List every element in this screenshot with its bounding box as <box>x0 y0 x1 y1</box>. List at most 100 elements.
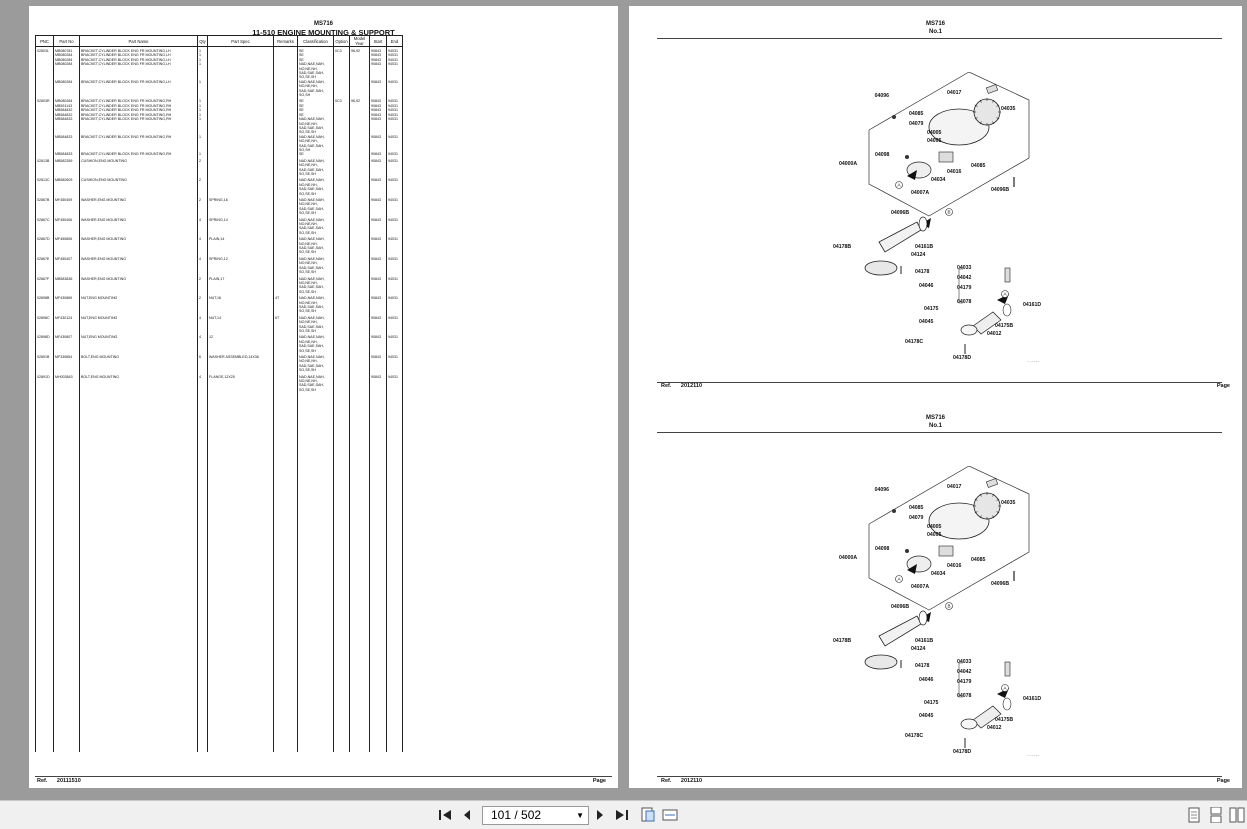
table-cell <box>386 320 403 325</box>
table-row: NO,NE,NH, <box>35 241 403 247</box>
column-header: Part Spec <box>207 35 274 47</box>
callout-bracket <box>958 268 963 304</box>
drive-gear <box>973 492 1001 520</box>
callout-04042: 04042 <box>957 669 972 675</box>
fit-width-icon[interactable] <box>662 807 678 823</box>
table-cell <box>207 392 274 753</box>
callout-04035: 04035 <box>1001 106 1016 112</box>
page-header: MS716 11-510 ENGINE MOUNTING & SUPPORT <box>29 20 618 37</box>
seal-ring <box>960 324 978 336</box>
table-cell <box>386 359 403 364</box>
table-row: SO,SE,SH <box>35 368 403 373</box>
diagram-sub: No.1 <box>928 29 942 35</box>
callout-04175: 04175 <box>924 306 939 312</box>
callout-04161b: 04161B <box>915 244 933 250</box>
diagram-model: MS716 <box>925 21 945 27</box>
callout-04016: 04016 <box>947 563 962 569</box>
next-page-icon[interactable] <box>592 807 608 823</box>
table-cell: 94031 <box>386 79 403 85</box>
column-header: Qty <box>197 35 208 47</box>
two-page-icon[interactable] <box>1229 807 1245 823</box>
callout-04175b: 04175B <box>995 323 1013 329</box>
table-cell: 96,92 <box>349 46 370 54</box>
diagram-code: 2A0022 <box>1027 755 1039 756</box>
table-cell <box>386 182 403 188</box>
diagram-footer-ref: Ref. 2012110 <box>661 383 702 389</box>
callout-04034: 04034 <box>931 571 946 577</box>
single-page-icon[interactable] <box>1186 807 1202 823</box>
drive-gear <box>973 98 1001 126</box>
table-cell <box>386 84 403 89</box>
table-cell: 94031 <box>386 333 403 340</box>
callout-04096: 04096 <box>875 93 890 99</box>
table-row: NO,NE,NH, <box>35 163 403 168</box>
continuous-icon[interactable] <box>1208 807 1224 823</box>
callout-04178: 04178 <box>915 663 930 669</box>
table-cell: SE <box>297 46 334 54</box>
gear-tooth <box>992 493 995 497</box>
table-cell: 94031 <box>386 254 403 262</box>
gasket <box>918 216 928 232</box>
table-row: NO,NE,NH, <box>35 139 403 144</box>
column-header: Start <box>369 35 387 47</box>
column-header: Classification <box>297 35 334 47</box>
callout-04017: 04017 <box>947 484 962 490</box>
table-cell: 94031 <box>386 313 403 321</box>
fit-page-icon[interactable] <box>640 807 656 823</box>
pump-body <box>928 108 990 146</box>
page-number-select[interactable]: 101 / 502 ▼ <box>482 806 589 825</box>
prev-page-icon[interactable] <box>459 807 475 823</box>
table-row: NO,NE,NH, <box>35 300 403 305</box>
table-filler-row <box>35 392 403 753</box>
table-cell <box>386 143 403 148</box>
callout-04179: 04179 <box>957 285 972 291</box>
gear-tooth <box>974 104 978 107</box>
table-row: NO,NE,NH, <box>35 222 403 227</box>
table-cell <box>386 147 403 153</box>
document-viewport[interactable]: MS716 11-510 ENGINE MOUNTING & SUPPORT P… <box>0 0 1247 800</box>
arrow-mark <box>907 564 917 574</box>
footer-rule <box>657 382 1222 383</box>
oil-strainer <box>864 260 898 276</box>
table-row: NO,NE,NH, <box>35 339 403 345</box>
table-row: SAD,SAE,SAH, <box>35 71 403 76</box>
table-row: SAD,SAE,SAH, <box>35 187 403 192</box>
table-cell <box>35 392 54 753</box>
table-cell <box>386 75 403 80</box>
table-row: SAD,SAE,SAH, <box>35 265 403 271</box>
table-cell <box>386 202 403 207</box>
diagram-model: MS716 <box>925 415 945 421</box>
column-header: Part Name <box>79 35 198 47</box>
table-cell <box>386 93 403 98</box>
table-cell <box>386 125 403 131</box>
last-page-icon[interactable] <box>614 807 630 823</box>
callout-04179: 04179 <box>957 679 972 685</box>
reference-mark-label: B <box>947 604 950 609</box>
table-row: SAD,SAE,SAH, <box>35 125 403 131</box>
table-cell <box>386 270 403 275</box>
gasket <box>1002 303 1012 317</box>
bolt <box>892 509 896 513</box>
diagram-footer-page: Page <box>1216 778 1230 784</box>
table-cell: 94031 <box>386 294 403 301</box>
callout-04033: 04033 <box>957 265 972 271</box>
first-page-icon[interactable] <box>437 807 453 823</box>
callout-04078: 04078 <box>957 693 972 699</box>
callout-04096b: 04096B <box>891 604 909 610</box>
callout-bracket <box>958 662 963 698</box>
gear-tooth <box>979 515 982 519</box>
diagram-footer-page: Page <box>1216 383 1230 389</box>
reference-mark <box>895 181 903 189</box>
table-row: SO,SE,SH <box>35 191 403 196</box>
